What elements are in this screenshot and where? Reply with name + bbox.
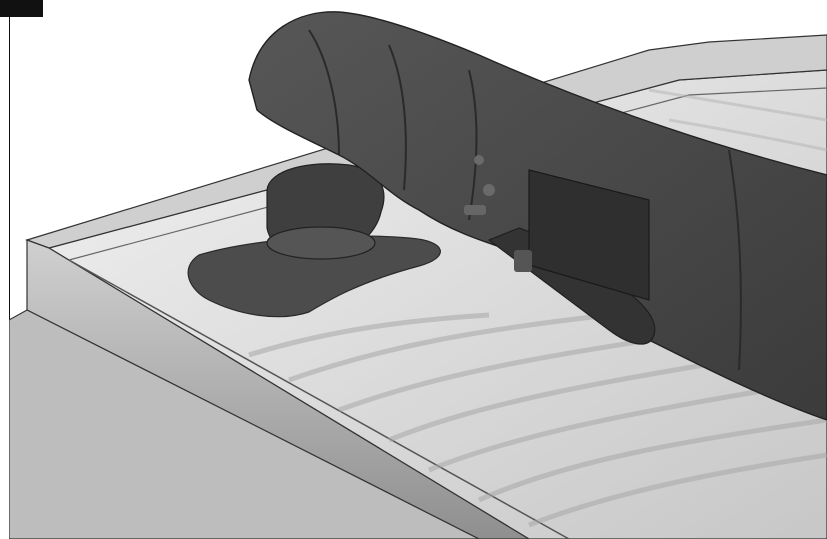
tool-button — [474, 155, 484, 165]
tray-front-side — [9, 309, 480, 539]
figure-number-badge — [0, 0, 43, 17]
tool-segment-lines — [308, 29, 742, 371]
tool-switch — [464, 205, 486, 215]
tray-inner-edge — [68, 259, 570, 539]
tool-display-panel — [528, 169, 650, 301]
frame-left-border — [9, 0, 10, 539]
tool-button — [483, 184, 495, 196]
tool-switch — [514, 250, 532, 272]
tool-illustration — [9, 0, 827, 539]
tray-front-rim — [26, 239, 531, 539]
tool-illustration-svg — [9, 11, 827, 539]
wood-grain-back — [648, 88, 827, 152]
tool-clamp-ring — [266, 226, 376, 260]
